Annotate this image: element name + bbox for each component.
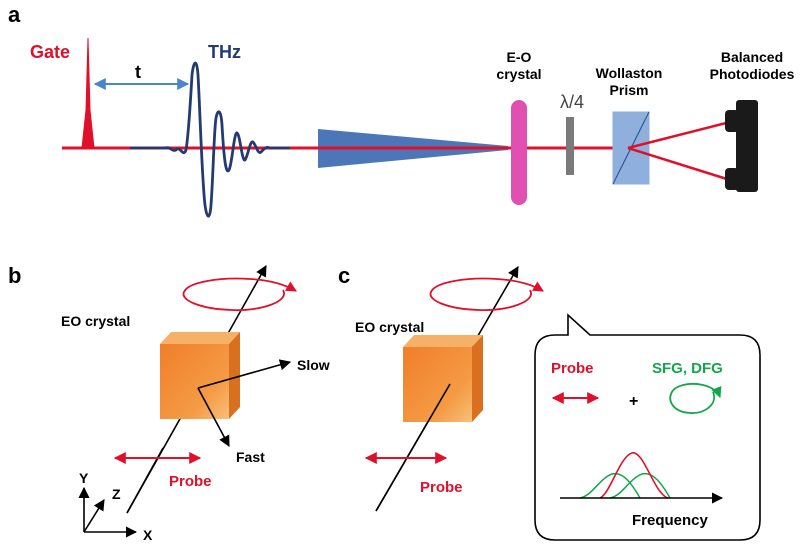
axis-y-label: Y bbox=[79, 470, 89, 486]
fast-axis-arrow bbox=[197, 387, 230, 447]
panel-c: c EO crystal Probe Probe + SFG, DFG Fre bbox=[338, 263, 761, 541]
spectrum-curves bbox=[579, 452, 671, 499]
panel-c-eo-crystal-label: EO crystal bbox=[355, 319, 424, 335]
axis-z-label: Z bbox=[112, 486, 121, 502]
speech-bubble bbox=[534, 313, 761, 541]
panel-b-crystal bbox=[160, 332, 240, 419]
panel-b-polarization-ellipse bbox=[182, 277, 297, 311]
slow-label: Slow bbox=[297, 357, 330, 373]
thz-label: THz bbox=[208, 42, 241, 62]
gate-label: Gate bbox=[30, 42, 70, 62]
eo-crystal-element bbox=[511, 100, 527, 205]
panel-b-eo-crystal-label: EO crystal bbox=[61, 313, 130, 329]
sfg-dfg-label: SFG, DFG bbox=[652, 360, 723, 377]
coordinate-axes bbox=[78, 486, 138, 538]
axis-x-label: X bbox=[143, 527, 153, 543]
panel-c-beam-through bbox=[375, 383, 451, 512]
waveplate-label: λ/4 bbox=[560, 92, 584, 112]
panel-c-probe-label: Probe bbox=[420, 479, 463, 496]
panel-b: b EO crystal Slow Fast Probe Y Z X bbox=[8, 263, 330, 543]
plus-sign: + bbox=[629, 393, 638, 410]
panel-b-probe-label: Probe bbox=[169, 473, 212, 490]
frequency-label: Frequency bbox=[632, 512, 709, 529]
balanced-photodiodes-element bbox=[725, 100, 758, 192]
eo-crystal-label-line2: crystal bbox=[496, 66, 541, 82]
panel-a: a t Gate THz E-O crystal λ/4 Wollaston P… bbox=[8, 2, 795, 218]
sfg-dfg-loop bbox=[669, 382, 722, 414]
panel-c-letter: c bbox=[338, 263, 350, 288]
panel-c-crystal bbox=[403, 335, 483, 422]
panel-c-polarization-ellipse bbox=[429, 277, 544, 311]
eo-crystal-label-line1: E-O bbox=[507, 49, 532, 65]
quarter-wave-plate bbox=[566, 117, 574, 175]
panel-a-letter: a bbox=[8, 2, 21, 27]
gate-pulse bbox=[81, 37, 95, 149]
photodiodes-label-line1: Balanced bbox=[721, 49, 783, 65]
fast-label: Fast bbox=[236, 449, 265, 465]
slow-axis-arrow bbox=[197, 359, 292, 389]
thz-waveform bbox=[130, 61, 290, 218]
delay-label: t bbox=[135, 62, 141, 82]
panel-b-letter: b bbox=[8, 263, 21, 288]
bubble-probe-label: Probe bbox=[551, 360, 594, 377]
split-beam-upper bbox=[627, 120, 731, 150]
wollaston-label-line1: Wollaston bbox=[596, 65, 663, 81]
wollaston-label-line2: Prism bbox=[610, 82, 649, 98]
split-beam-lower bbox=[627, 146, 731, 182]
photodiodes-label-line2: Photodiodes bbox=[710, 66, 795, 82]
